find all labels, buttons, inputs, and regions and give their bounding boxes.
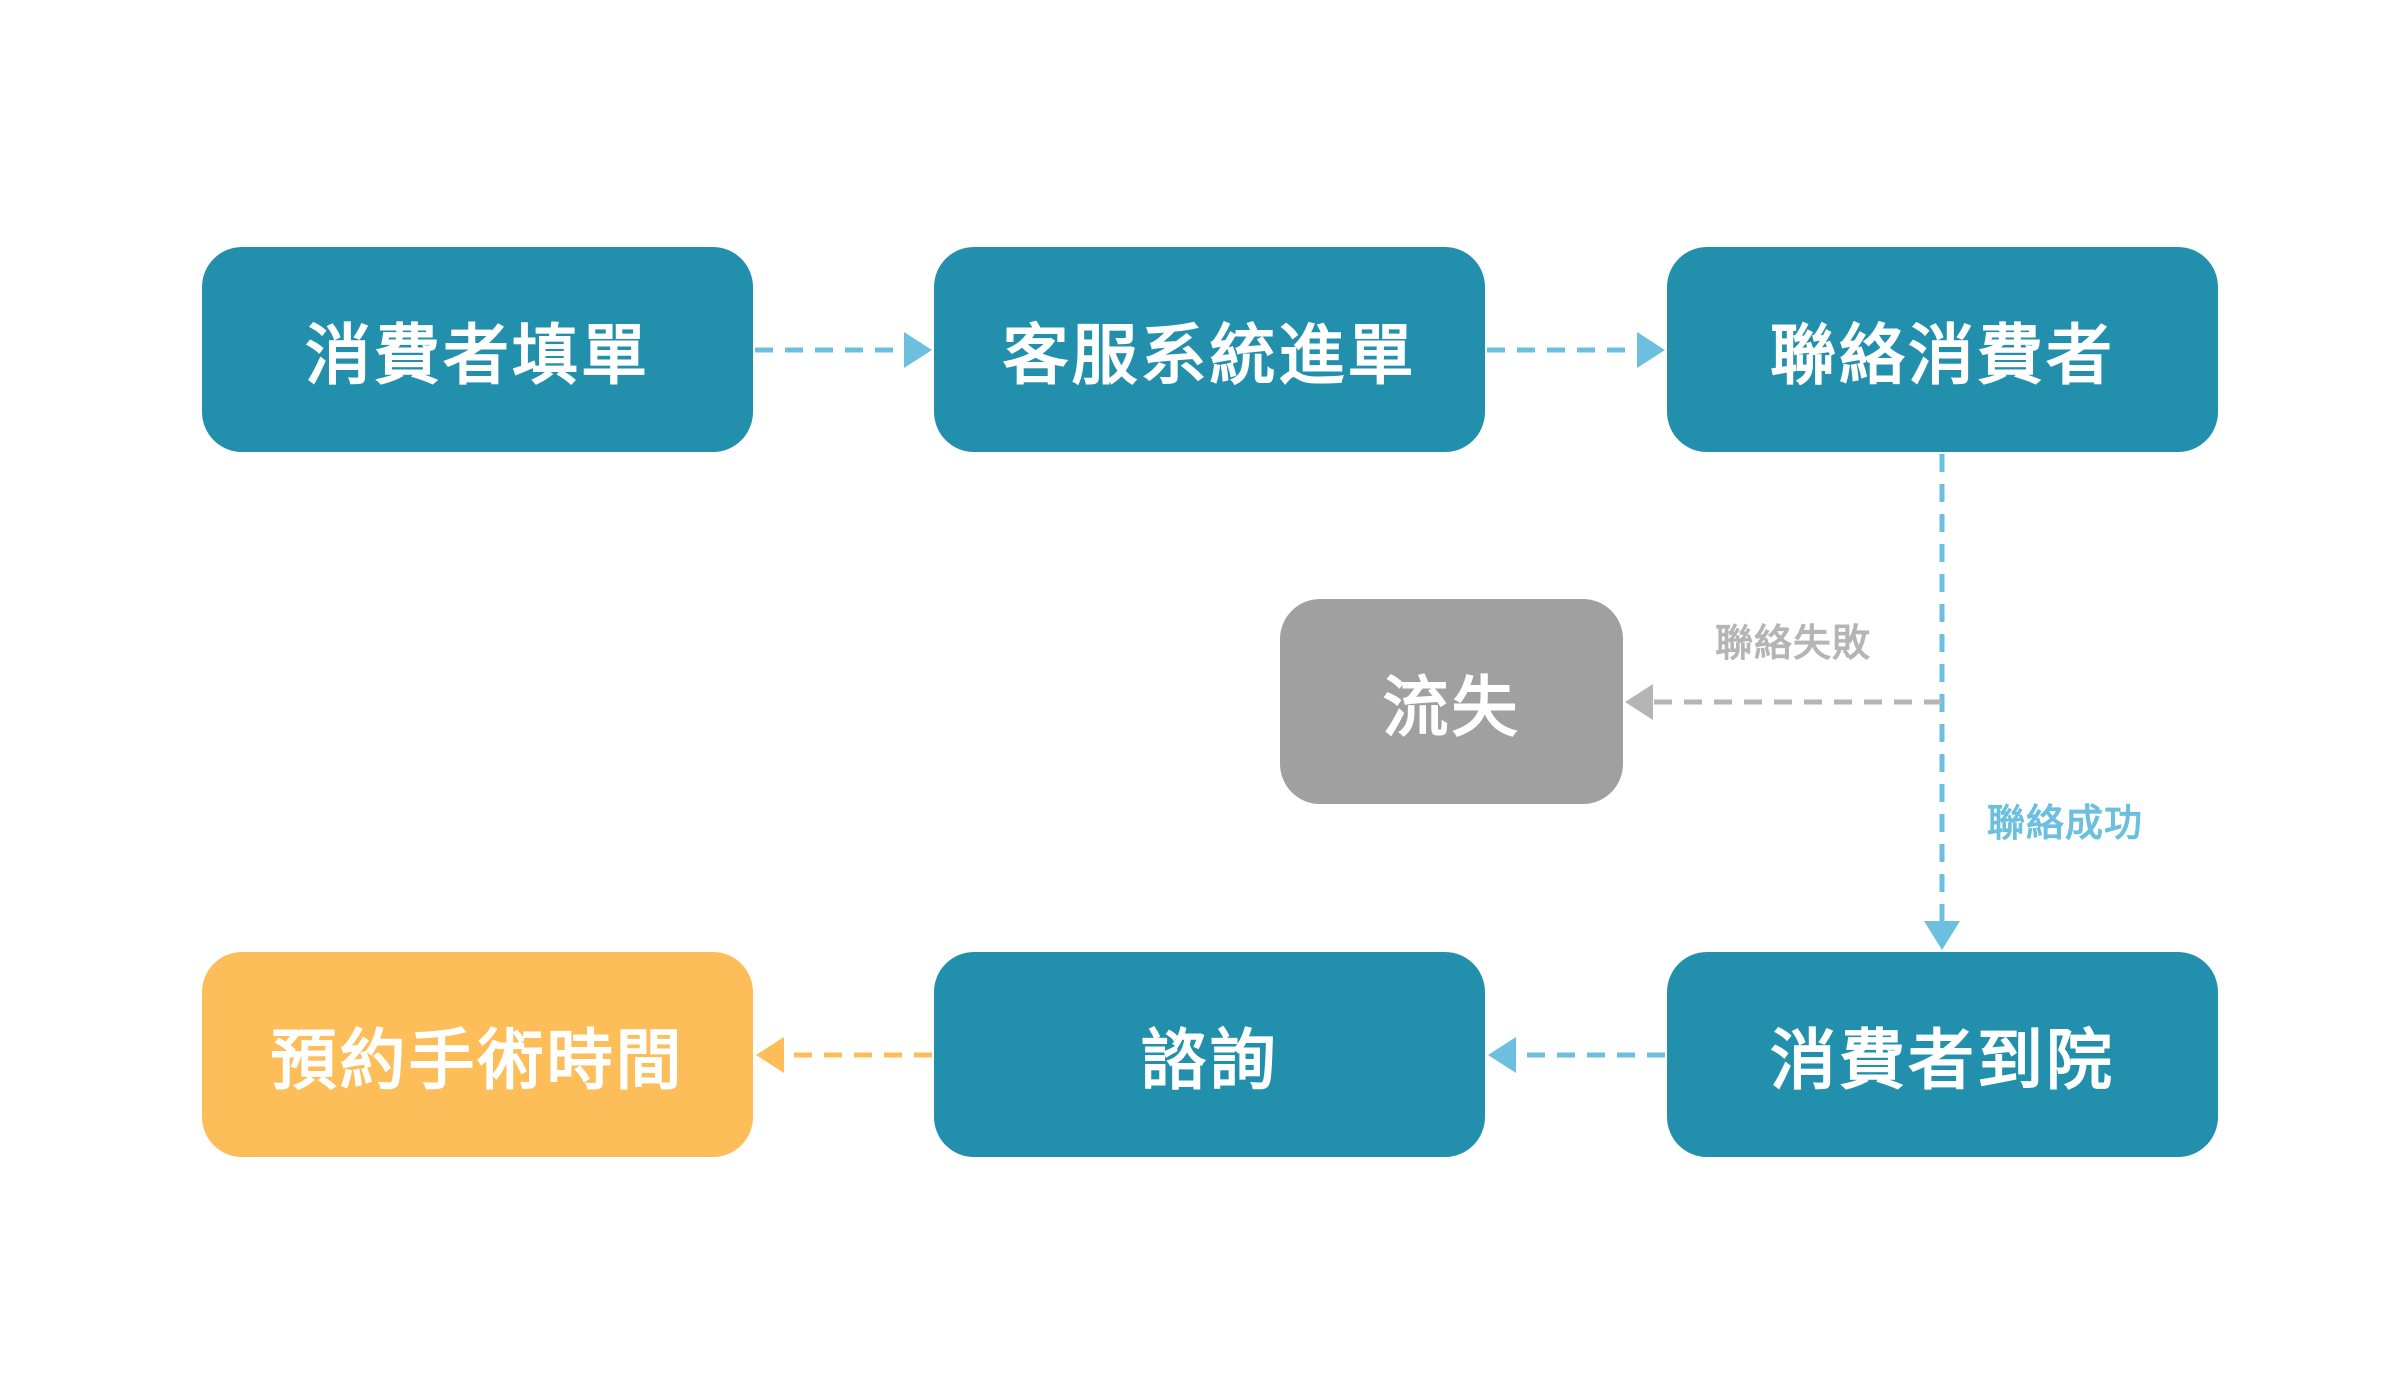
edge-label-success: 聯絡成功 bbox=[1987, 801, 2144, 845]
edge-consult-to-book bbox=[756, 1037, 932, 1073]
node-consult: 諮詢 bbox=[934, 952, 1485, 1157]
node-arrive: 消費者到院 bbox=[1667, 952, 2218, 1157]
arrowhead-icon bbox=[1924, 921, 1960, 950]
arrowhead-icon bbox=[1625, 684, 1653, 720]
edge-arrive-to-consult bbox=[1488, 1037, 1665, 1073]
edge-contact-to-lost bbox=[1625, 684, 1942, 720]
edge-contact-to-arrive bbox=[1924, 454, 1960, 950]
arrowhead-icon bbox=[1637, 332, 1665, 368]
arrowhead-icon bbox=[756, 1037, 784, 1073]
node-book-surgery: 預約手術時間 bbox=[202, 952, 753, 1157]
edge-system-to-contact bbox=[1487, 332, 1665, 368]
edge-label-fail: 聯絡失敗 bbox=[1715, 621, 1872, 665]
arrowhead-icon bbox=[1488, 1037, 1516, 1073]
arrowhead-icon bbox=[904, 332, 932, 368]
node-lost: 流失 bbox=[1280, 599, 1623, 804]
node-contact: 聯絡消費者 bbox=[1667, 247, 2218, 452]
edge-fill-to-system bbox=[755, 332, 932, 368]
node-fill-form: 消費者填單 bbox=[202, 247, 753, 452]
node-system-entry: 客服系統進單 bbox=[934, 247, 1485, 452]
